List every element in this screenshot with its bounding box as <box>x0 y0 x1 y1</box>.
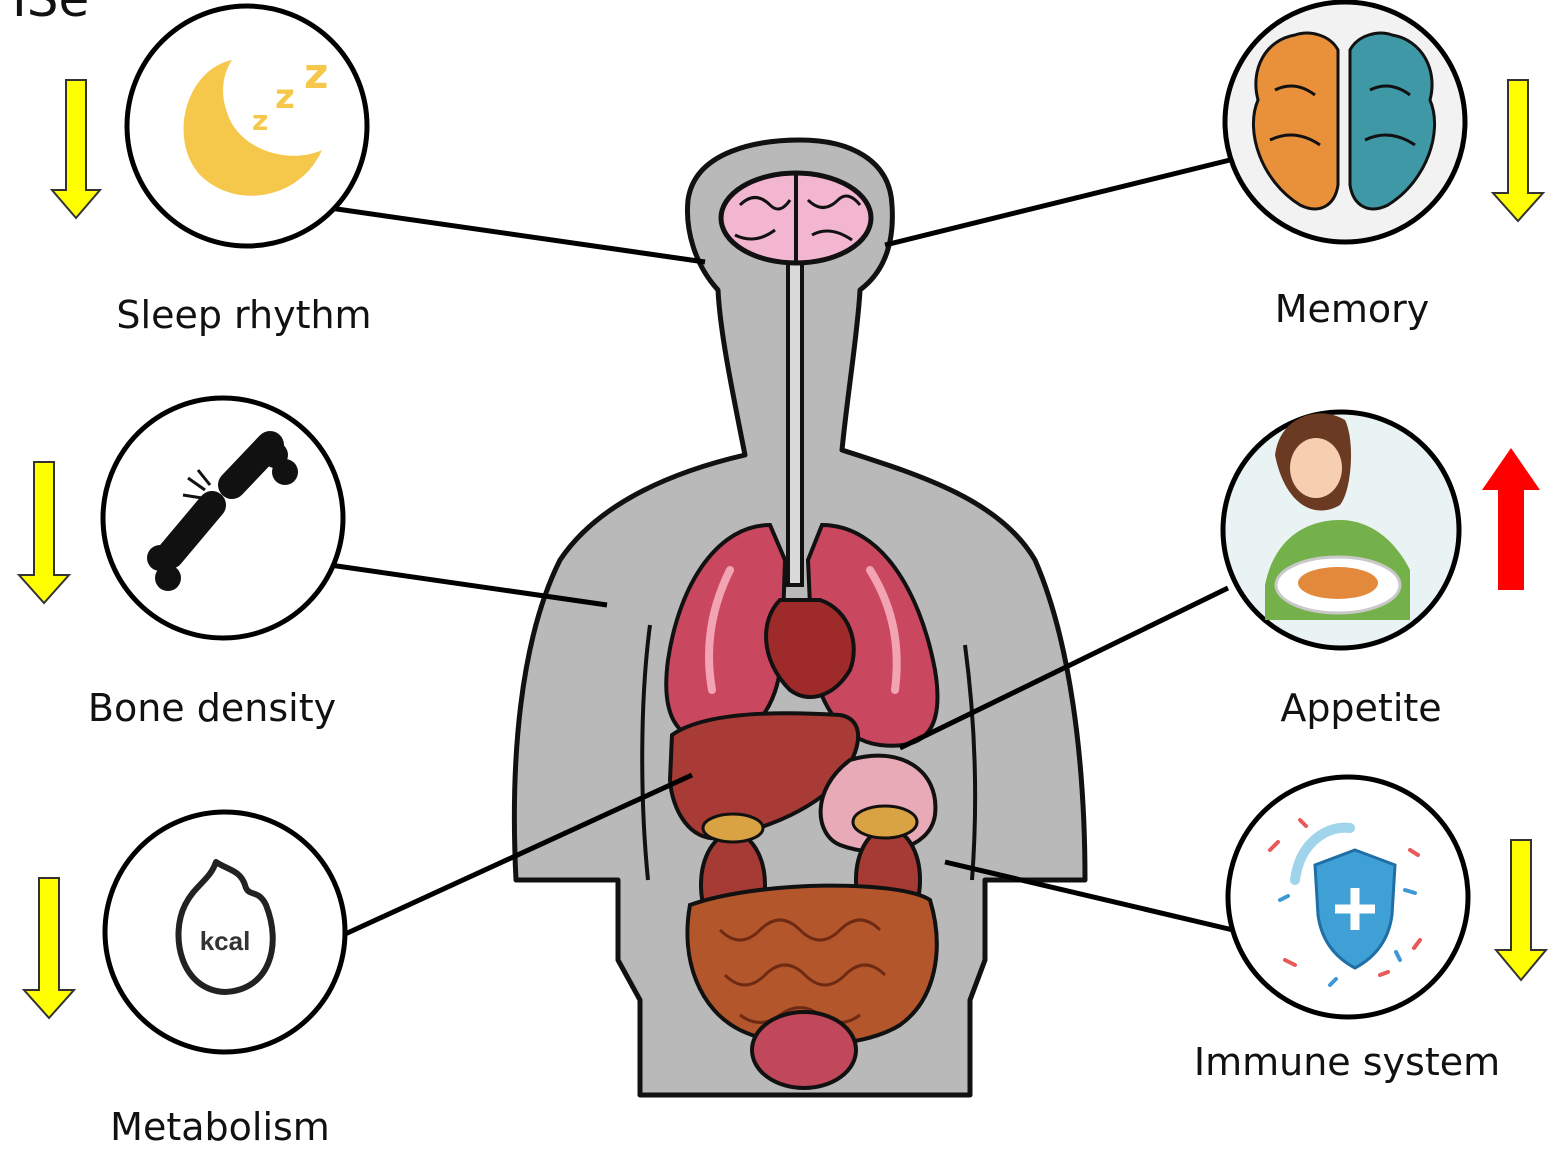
spinal-cord <box>788 250 802 585</box>
label-bone-density: Bone density <box>88 689 336 727</box>
label-memory: Memory <box>1275 290 1430 328</box>
svg-text:z: z <box>304 49 328 98</box>
sleep-down-arrow <box>52 80 100 218</box>
label-metabolism: Metabolism <box>110 1108 330 1146</box>
memory-down-arrow <box>1493 80 1543 221</box>
connector-sleep <box>330 208 705 262</box>
metabolism-down-arrow <box>24 878 74 1018</box>
immune-down-arrow <box>1496 840 1546 980</box>
label-immune-system: Immune system <box>1194 1043 1500 1081</box>
bone-down-arrow <box>19 462 69 603</box>
kcal-flame-icon: kcal <box>105 812 345 1052</box>
bladder-organ <box>752 1012 856 1088</box>
appetite-up-arrow <box>1482 448 1540 590</box>
svg-text:z: z <box>275 77 295 117</box>
svg-text:z: z <box>252 104 268 137</box>
girl-eating-icon <box>1223 412 1459 648</box>
broken-bone-icon <box>103 398 343 638</box>
connector-immune <box>945 862 1233 930</box>
crescent-moon-zzz-icon: z z z <box>127 6 367 246</box>
label-appetite: Appetite <box>1280 689 1441 727</box>
connector-memory <box>885 160 1230 245</box>
brain-hemispheres-icon <box>1225 2 1465 242</box>
brain-organ <box>721 173 871 263</box>
label-sleep-rhythm: Sleep rhythm <box>116 296 371 334</box>
kcal-icon-text: kcal <box>200 926 251 956</box>
immune-shield-icon <box>1228 777 1468 1017</box>
